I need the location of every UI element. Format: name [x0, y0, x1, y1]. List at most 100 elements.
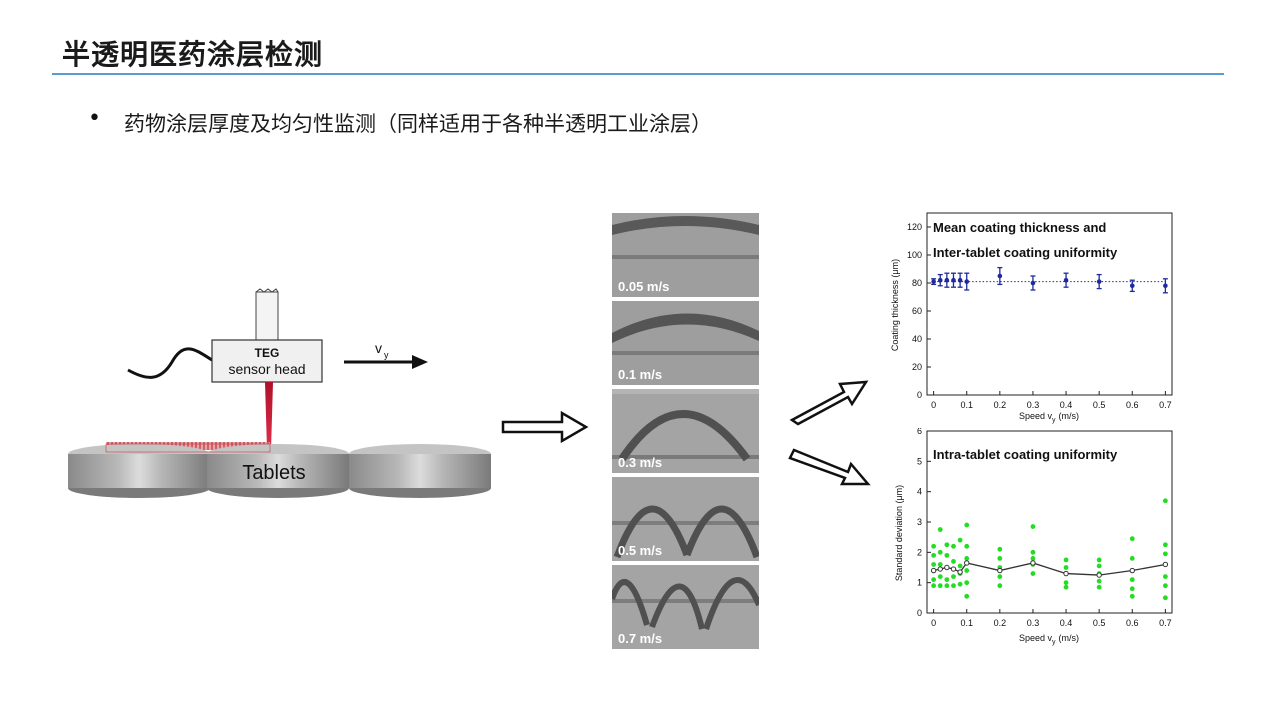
mean-point [937, 566, 943, 572]
data-point [1030, 524, 1036, 529]
data-point [957, 563, 963, 569]
mean-point [997, 567, 1003, 574]
data-point [1162, 583, 1168, 589]
data-point [1096, 557, 1102, 563]
x-axis-label-unit: (m/s) [1059, 411, 1080, 421]
data-point [964, 580, 970, 586]
thickness-chart: Mean coating thickness and Inter-tablet … [890, 212, 1173, 424]
tablet-left [68, 444, 210, 498]
data-point [931, 543, 937, 549]
y-tick-label: 0 [917, 390, 922, 400]
y-tick-label: 120 [907, 222, 922, 232]
y-tick-label: 6 [917, 428, 922, 436]
data-point [931, 552, 937, 558]
x-tick-label: 0.7 [1159, 618, 1172, 628]
y-tick-label: 4 [917, 487, 922, 497]
y-tick-label: 100 [907, 250, 922, 260]
data-point [1129, 586, 1135, 592]
data-point [1162, 542, 1168, 548]
speed-sub: y [384, 350, 389, 360]
data-point [964, 556, 970, 561]
mean-point [944, 564, 950, 571]
point-marker [951, 277, 956, 283]
mean-point [930, 567, 937, 574]
x-axis-label-main: Speed v [1019, 411, 1053, 421]
oct-scan-4: 0.5 m/s [612, 477, 759, 561]
data-point [1030, 556, 1036, 561]
x-axis-label-sub: y [1052, 417, 1056, 424]
data-point [1162, 278, 1168, 294]
plot-frame [926, 212, 1173, 396]
y-tick-label: 20 [912, 362, 922, 372]
data-point [1162, 574, 1168, 579]
x-tick-label: 0.4 [1060, 618, 1073, 628]
data-point [944, 272, 950, 288]
data-point [1063, 272, 1069, 288]
scan-speed-label: 0.1 m/s [618, 367, 663, 382]
data-point [1129, 577, 1135, 583]
x-tick-label: 0.5 [1093, 400, 1106, 410]
data-point [997, 574, 1003, 579]
point-marker [937, 277, 943, 283]
y-axis-label: Coating thickness (μm) [890, 259, 900, 351]
data-point [997, 556, 1003, 561]
data-point [951, 574, 956, 579]
point-marker [1063, 277, 1069, 283]
data-point [944, 552, 950, 558]
data-point [944, 577, 950, 583]
point-marker [1163, 283, 1168, 289]
sensor-head-box [211, 339, 323, 383]
data-point [937, 574, 943, 579]
sensor-mount [255, 291, 279, 341]
data-point [1063, 584, 1069, 590]
data-point [997, 546, 1003, 552]
data-point [1129, 536, 1135, 542]
oct-scan-2: 0.1 m/s [612, 301, 759, 385]
data-point [937, 527, 943, 532]
data-point [1129, 593, 1135, 599]
mean-point [1129, 567, 1135, 574]
y-tick-label: 0 [917, 608, 922, 618]
mean-point [1063, 570, 1069, 577]
data-point [1030, 275, 1036, 291]
data-point [1096, 273, 1102, 290]
y-tick-label: 2 [917, 547, 922, 557]
data-point [1162, 551, 1168, 557]
point-marker [944, 277, 950, 283]
data-point [951, 583, 956, 589]
point-marker [957, 277, 963, 283]
speed-label: v [375, 340, 382, 356]
cable [127, 347, 213, 379]
data-point [1129, 279, 1135, 293]
mean-point [957, 569, 963, 575]
data-point [957, 581, 963, 587]
title-divider [52, 73, 1224, 75]
mean-point [964, 560, 970, 566]
data-point [997, 583, 1003, 589]
y-tick-label: 40 [912, 334, 922, 344]
data-point [937, 549, 943, 555]
data-point [944, 583, 950, 589]
y-tick-label: 60 [912, 306, 922, 316]
point-marker [997, 273, 1003, 279]
data-point [964, 522, 970, 528]
data-point [964, 568, 970, 573]
flow-arrow-right [501, 410, 589, 444]
scan-speed-label: 0.5 m/s [618, 543, 663, 558]
x-tick-label: 0.6 [1126, 618, 1139, 628]
data-point [1162, 595, 1168, 601]
data-point [1129, 556, 1135, 561]
x-tick-label: 0.4 [1060, 400, 1073, 410]
data-point [931, 278, 937, 286]
data-point [1096, 578, 1102, 584]
data-point [950, 272, 956, 288]
oct-scan-5: 0.7 m/s [612, 565, 759, 649]
laser-beam [265, 382, 273, 450]
point-marker [1129, 283, 1135, 289]
scan-speed-label: 0.05 m/s [618, 279, 670, 294]
data-point [964, 543, 970, 549]
scan-speed-label: 0.7 m/s [618, 631, 663, 646]
speed-arrow-head [412, 355, 428, 369]
x-tick-label: 0.1 [960, 618, 973, 628]
data-point [931, 583, 937, 589]
